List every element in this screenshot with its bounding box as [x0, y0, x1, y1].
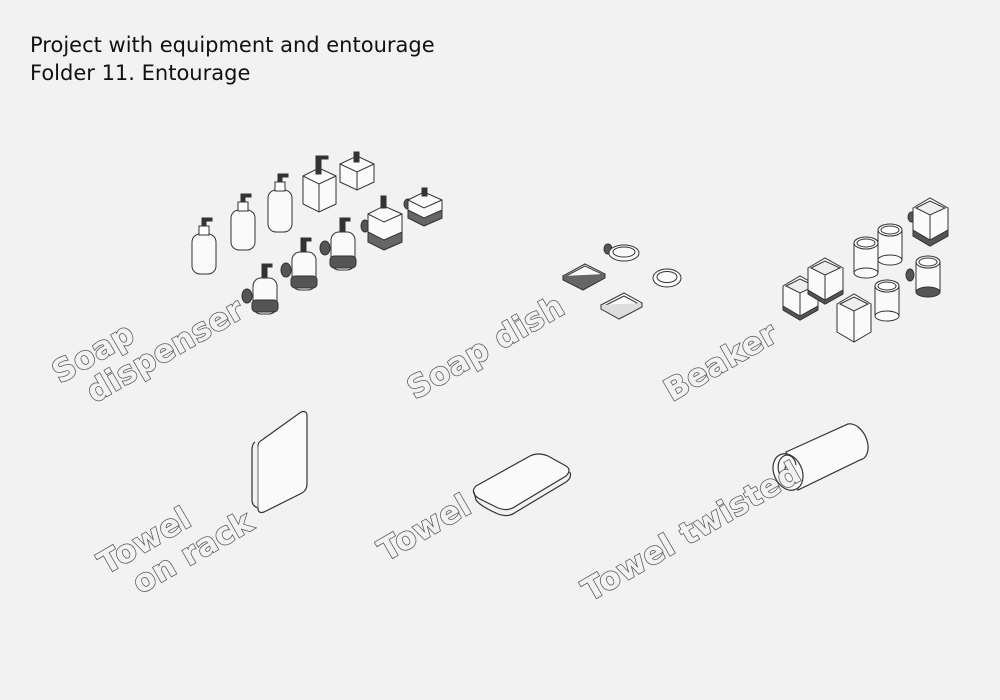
svg-text:Soap dish: Soap dish	[401, 288, 571, 407]
svg-text:Towel twisted: Towel twisted	[576, 455, 807, 609]
label-towel: Towel	[371, 486, 478, 569]
label-beaker: Beaker	[657, 315, 785, 410]
dispenser-wall-square-small	[403, 187, 443, 227]
dispenser-wall-round	[319, 217, 357, 271]
page-header: Project with equipment and entourage Fol…	[30, 31, 435, 87]
soap-dish-round	[652, 268, 682, 288]
dispenser-bottle	[230, 193, 256, 251]
project-title: Project with equipment and entourage	[30, 33, 435, 57]
dispenser-wall-round	[280, 237, 318, 291]
beaker-group	[782, 197, 949, 343]
beaker-round	[874, 279, 900, 322]
towel-on-rack-item	[251, 410, 308, 514]
dispenser-square	[302, 155, 337, 213]
towel-folded-item	[472, 453, 572, 517]
beaker-round	[877, 223, 903, 266]
beaker-round	[853, 236, 879, 279]
soap-dispenser-group	[191, 151, 443, 315]
beaker-square	[836, 293, 872, 343]
soap-dish-round-wall	[603, 243, 640, 262]
dispenser-bottle	[191, 217, 217, 275]
towel-twisted-item	[772, 423, 869, 491]
label-towel-twisted: Towel twisted	[575, 454, 808, 610]
label-soap-dispenser: Soap dispenser	[45, 290, 251, 411]
dispenser-wall-square	[360, 195, 403, 251]
dispenser-wall-round	[241, 263, 279, 315]
soap-dish-group	[561, 243, 682, 320]
label-towel-on-rack: Towel on rack	[91, 499, 261, 602]
soap-dish-flat	[599, 292, 644, 320]
dispenser-bottle	[267, 173, 293, 233]
soap-dish-rect	[561, 263, 607, 291]
beaker-square	[807, 257, 844, 305]
folder-title: Folder 11. Entourage	[30, 61, 251, 85]
label-soap-dish: Soap dish	[400, 287, 571, 407]
beaker-square-wall	[907, 197, 949, 247]
dispenser-square-small	[339, 151, 375, 191]
svg-text:Beaker: Beaker	[658, 315, 784, 409]
svg-text:Towel: Towel	[372, 487, 478, 569]
beaker-round-wall	[905, 255, 941, 298]
